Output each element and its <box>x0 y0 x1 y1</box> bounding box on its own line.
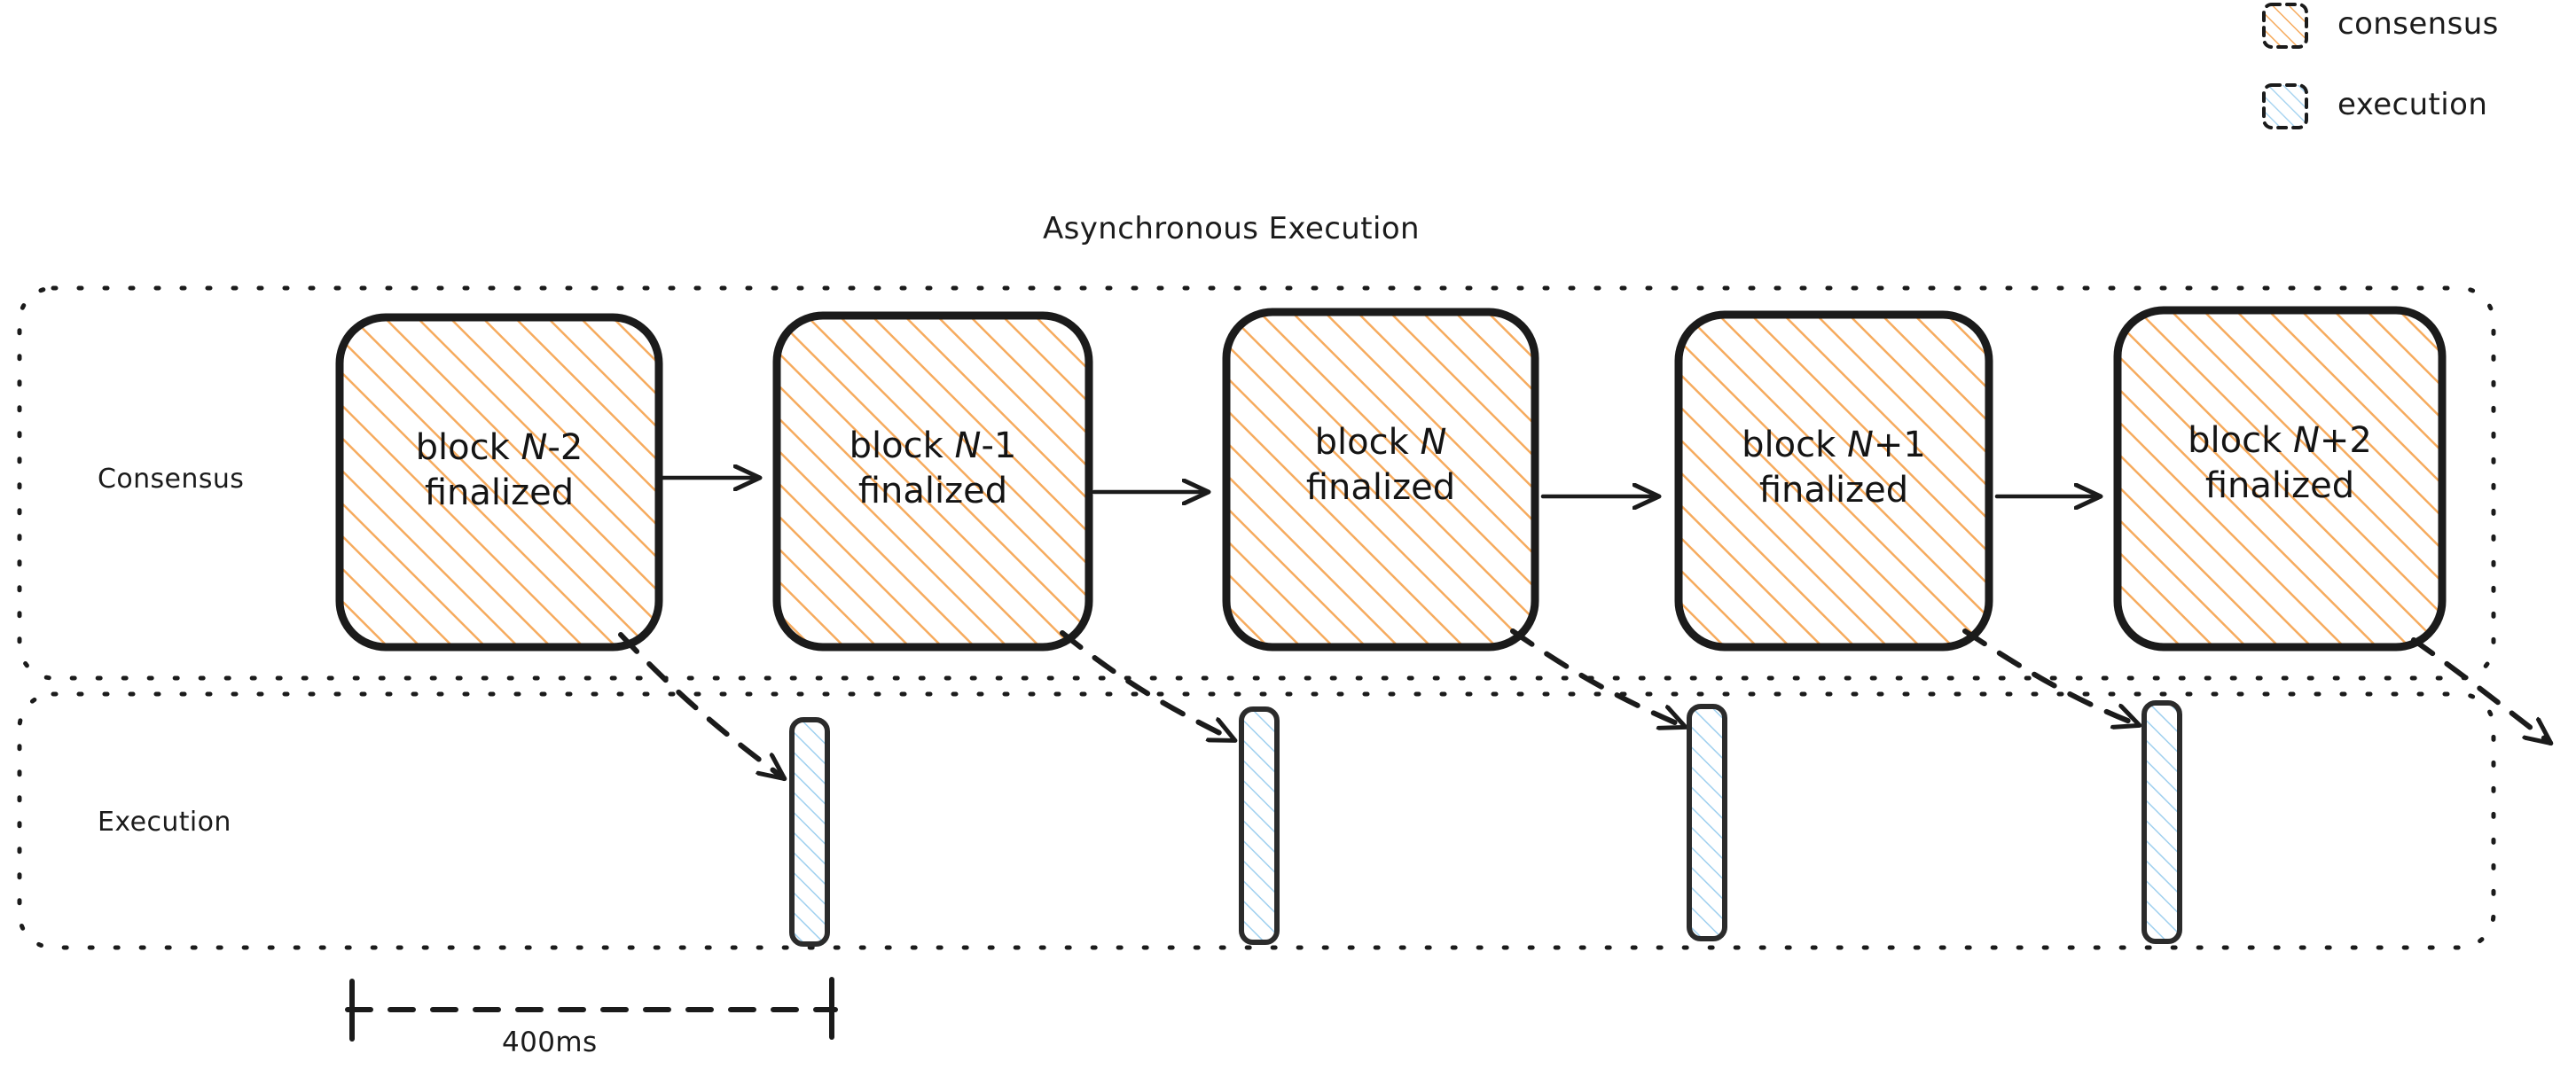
legend-label-consensus: consensus <box>2337 6 2499 42</box>
async-arrow-4 <box>1962 628 2139 725</box>
lane-label-consensus: Consensus <box>98 464 245 495</box>
async-arrow-3 <box>1510 628 1685 727</box>
async-arrow-1 <box>618 632 784 778</box>
measure-label: 400ms <box>502 1026 598 1058</box>
legend-consensus-swatch <box>2262 3 2308 49</box>
consensus-block-4[interactable] <box>1674 310 1993 652</box>
diagram-title: Asynchronous Execution <box>1043 211 1420 246</box>
legend-execution-swatch <box>2262 83 2308 129</box>
legend-label-execution: execution <box>2337 87 2488 122</box>
execution-bar-4[interactable] <box>2141 700 2182 944</box>
execution-bar-3[interactable] <box>1687 704 1727 941</box>
lane-label-execution: Execution <box>98 807 231 838</box>
consensus-block-2[interactable] <box>772 311 1093 652</box>
async-arrow-2 <box>1060 630 1234 743</box>
execution-bar-1[interactable] <box>789 717 830 947</box>
consensus-block-3[interactable] <box>1222 308 1539 652</box>
execution-bar-2[interactable] <box>1239 706 1280 945</box>
consensus-block-5[interactable] <box>2113 306 2447 652</box>
consensus-lane-container <box>17 285 2496 681</box>
async-arrow-5-offscreen <box>2411 637 2550 743</box>
measure-bracket <box>345 977 838 1042</box>
consensus-block-1[interactable] <box>335 313 663 652</box>
